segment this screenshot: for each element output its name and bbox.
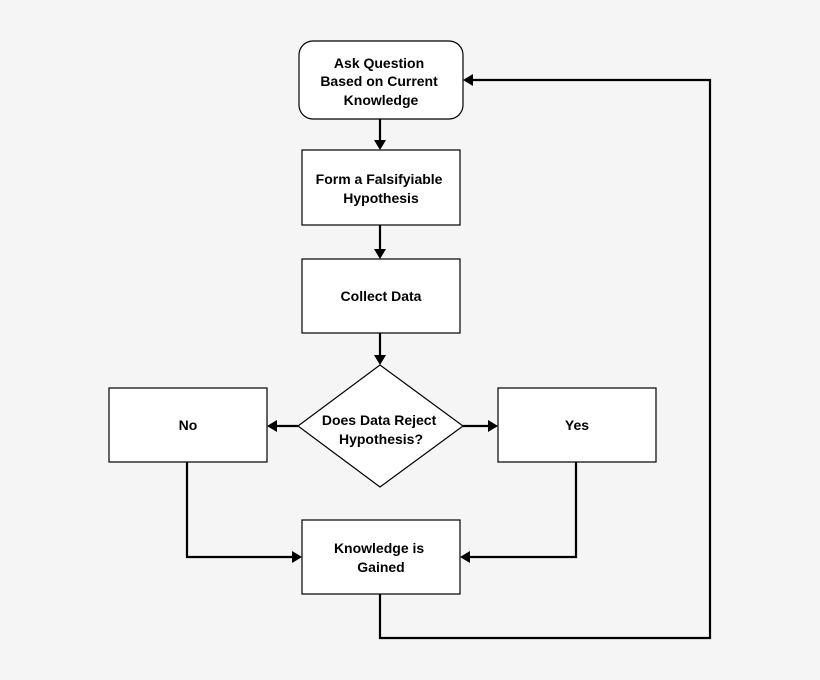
node-collect-data: Collect Data [301,258,461,334]
node-collect-data-label: Collect Data [341,288,422,304]
node-decision-line-1: Does Data Reject [322,412,437,428]
node-form-hypothesis-line-2: Hypothesis [343,190,419,206]
node-ask-question-line-3: Knowledge [344,92,419,108]
node-knowledge-gained-line-1: Knowledge is [334,540,424,556]
arrowhead-collect-to-decision [374,355,386,365]
node-no-line-1: No [179,417,198,433]
node-decision-line-2: Hypothesis? [339,431,423,447]
node-knowledge-gained-line-2: Gained [357,559,404,575]
node-ask-question-shape [298,40,464,120]
edge-yes-to-knowledge [470,462,578,559]
node-form-hypothesis-line-1: Form a Falsifyiable [316,171,443,187]
node-decision: Does Data Reject Hypothesis? [296,364,465,488]
node-no: No [108,387,268,463]
arrowhead-decision-to-yes [488,420,498,432]
arrowhead-form-to-collect [374,249,386,259]
node-decision-label: Does Data Reject Hypothesis? [322,412,440,447]
node-yes-line-1: Yes [565,417,589,433]
node-form-hypothesis: Form a Falsifyiable Hypothesis [301,149,461,226]
arrowhead-knowledge-to-ask [463,74,473,86]
node-knowledge-gained: Knowledge is Gained [301,519,461,595]
node-knowledge-gained-shape [301,519,461,595]
node-no-shape [108,387,268,463]
node-no-label: No [179,417,198,433]
node-decision-shape [296,364,465,488]
node-form-hypothesis-shape [301,149,461,226]
node-ask-question-line-1: Ask Question [334,55,424,71]
node-ask-question: Ask Question Based on Current Knowledge [298,40,464,120]
node-yes-label: Yes [565,417,589,433]
arrowhead-no-to-knowledge [292,551,302,563]
arrowhead-yes-to-knowledge [460,551,470,563]
node-collect-data-shape [301,258,461,334]
edge-no-to-knowledge [185,462,292,559]
edges [185,74,712,640]
node-collect-data-line-1: Collect Data [341,288,422,304]
node-knowledge-gained-label: Knowledge is Gained [334,540,428,575]
node-ask-question-line-2: Based on Current [320,73,438,89]
node-ask-question-label: Ask Question Based on Current Knowledge [320,55,441,108]
node-yes: Yes [497,387,657,463]
node-form-hypothesis-label: Form a Falsifyiable Hypothesis [316,171,447,206]
edge-knowledge-to-ask [378,78,712,640]
arrowhead-decision-to-no [267,420,277,432]
node-yes-shape [497,387,657,463]
arrowhead-ask-to-form [374,140,386,150]
